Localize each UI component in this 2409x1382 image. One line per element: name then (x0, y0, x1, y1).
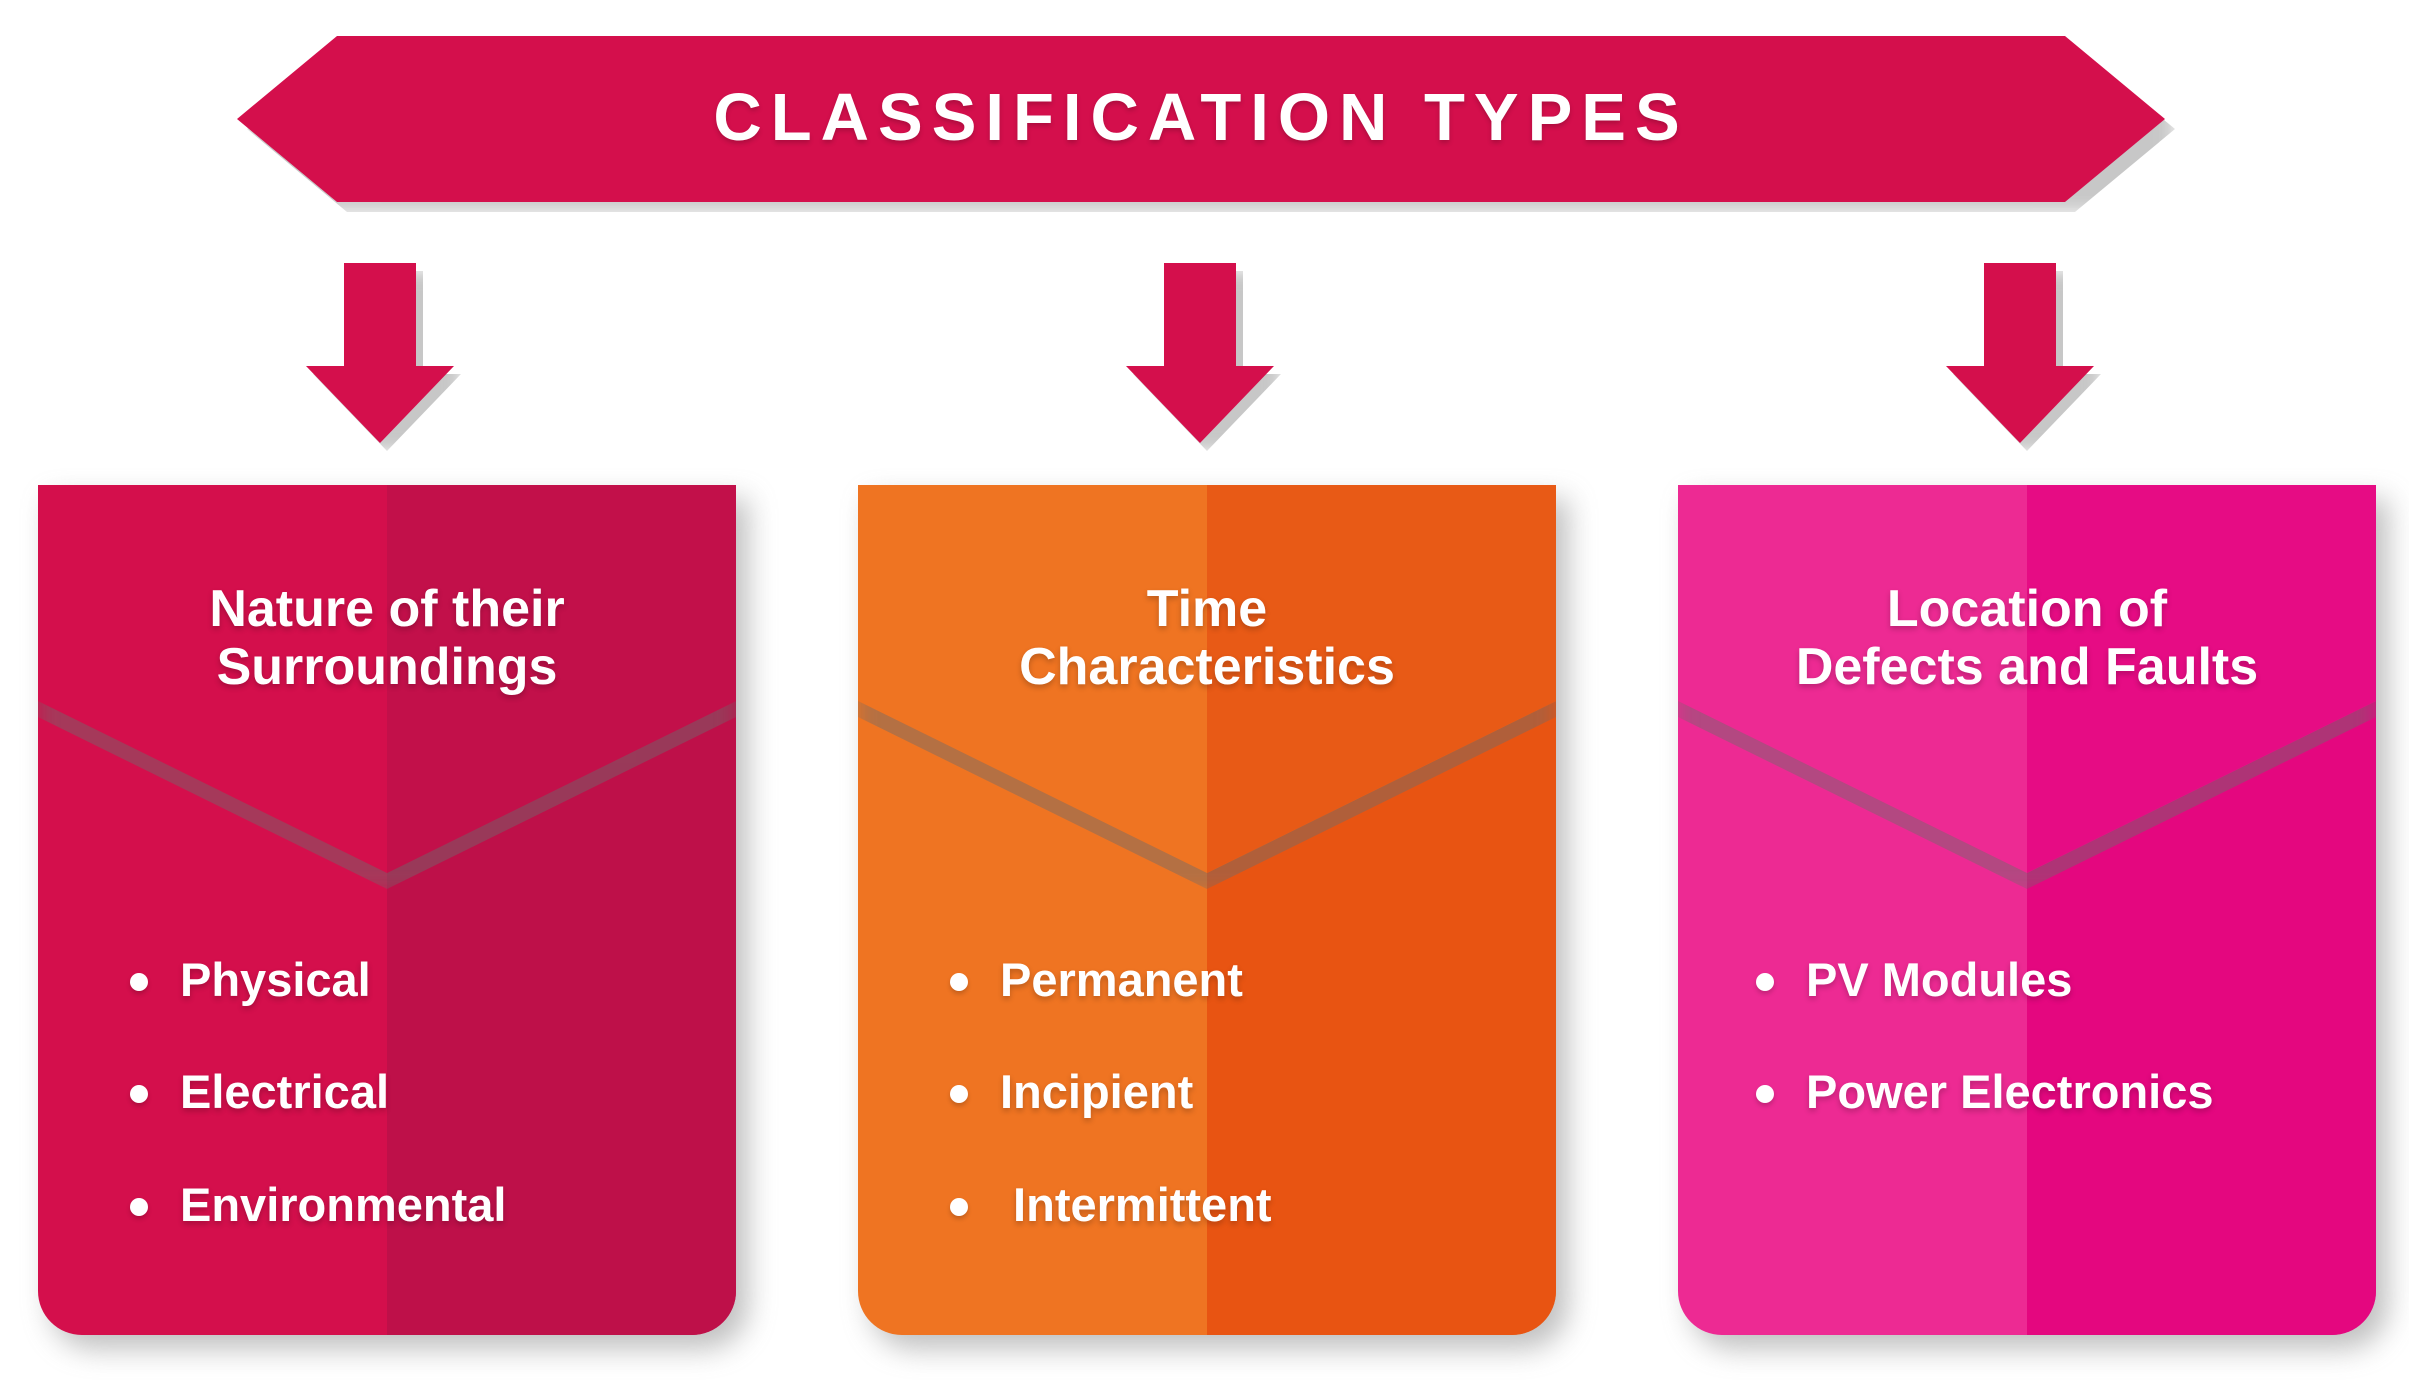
page-title: CLASSIFICATION TYPES (713, 79, 1689, 155)
category-card-location-of-defects-and-faults: Location of Defects and Faults PV Module… (1678, 485, 2388, 1349)
arrow-down-icon (1126, 263, 1281, 451)
banner-body: CLASSIFICATION TYPES (237, 36, 2165, 202)
arrow-down-icon (306, 263, 461, 451)
category-card-time-characteristics: Time Characteristics Permanent Incipient… (858, 485, 1568, 1349)
arrow-body (1946, 263, 2094, 443)
arrow-body (1126, 263, 1274, 443)
arrow-down-icon (1946, 263, 2101, 451)
category-card-nature-of-their-surroundings: Nature of their Surroundings Physical El… (38, 485, 748, 1349)
arrow-body (306, 263, 454, 443)
classification-types-banner: CLASSIFICATION TYPES (237, 36, 2175, 212)
